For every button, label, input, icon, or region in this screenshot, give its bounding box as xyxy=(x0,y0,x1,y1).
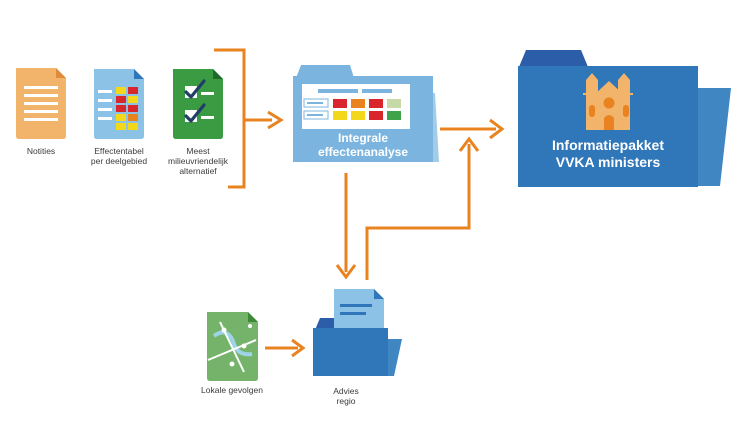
arrow-head-lokale xyxy=(291,338,306,358)
lokale-gevolgen-map-icon xyxy=(207,312,258,381)
effectentabel-label: Effectentabel per deelgebied xyxy=(78,146,160,166)
meest-label-line3: alternatief xyxy=(179,166,217,176)
integrale-label: Integrale effectenanalyse xyxy=(293,131,433,159)
advies-label: Advies regio xyxy=(316,386,376,406)
integrale-label-line2: effectenanalyse xyxy=(317,145,409,159)
advies-label-line2: regio xyxy=(336,396,356,406)
advies-label-line1: Advies xyxy=(333,386,359,396)
notities-label-text: Notities xyxy=(26,146,56,156)
arrow-advies-to-informatiepakket xyxy=(365,144,471,280)
informatiepakket-label-line1: Informatiepakket xyxy=(551,137,665,153)
informatiepakket-label: Informatiepakket VVKA ministers xyxy=(518,137,698,171)
integrale-label-line1: Integrale xyxy=(337,131,388,145)
meest-label-line2: milieuvriendelijk xyxy=(168,156,228,166)
meest-label: Meest milieuvriendelijk alternatief xyxy=(160,146,236,176)
arrow-head-up xyxy=(458,136,480,152)
lokale-label: Lokale gevolgen xyxy=(192,385,272,395)
arrow-head-to-advies xyxy=(335,264,357,280)
advies-folder-icon xyxy=(313,289,402,376)
effectentabel-label-line2: per deelgebied xyxy=(90,156,148,166)
integrale-folder-icon xyxy=(293,65,439,162)
checklist-document-icon xyxy=(173,69,223,139)
notities-document-icon xyxy=(16,68,66,139)
effectentabel-document-icon xyxy=(94,69,144,139)
arrow-head-to-integrale xyxy=(267,110,284,130)
arrow-head-to-informatiepakket xyxy=(489,118,505,140)
notities-label: Notities xyxy=(6,146,76,156)
informatiepakket-label-line2: VVKA ministers xyxy=(555,154,661,170)
informatiepakket-folder-icon xyxy=(518,50,731,187)
bracket-connector xyxy=(214,48,272,189)
effectentabel-label-line1: Effectentabel xyxy=(94,146,144,156)
lokale-label-text: Lokale gevolgen xyxy=(201,385,263,395)
meest-label-line1: Meest xyxy=(186,146,210,156)
